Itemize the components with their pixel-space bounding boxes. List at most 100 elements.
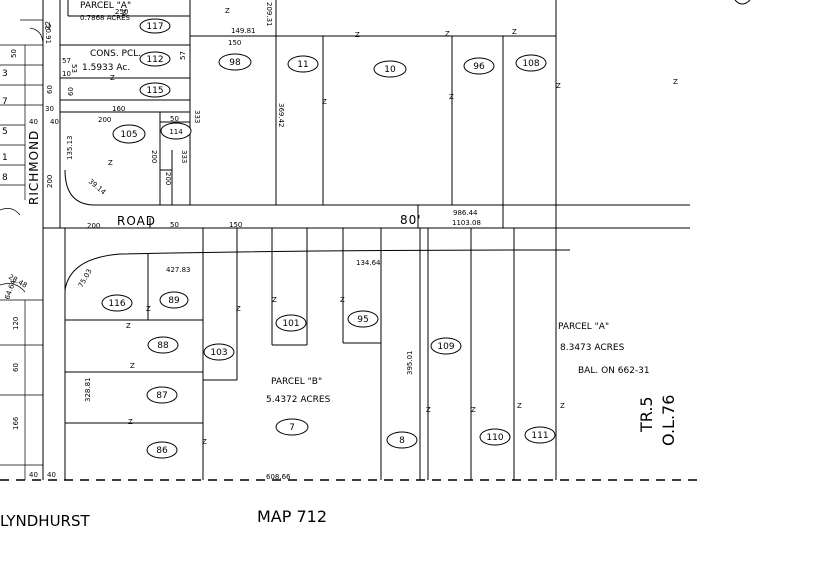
parcel-86: 86 [156, 446, 168, 456]
parcel-10: 10 [384, 65, 396, 75]
svg-text:200: 200 [150, 150, 158, 163]
cons-pcl-acres: 1.5933 Ac. [82, 63, 130, 73]
svg-text:60: 60 [46, 85, 54, 94]
svg-text:60: 60 [12, 363, 20, 372]
tract-label: TR.5 [637, 396, 656, 433]
z-mark: Z [202, 438, 207, 446]
parcel-112: 112 [146, 55, 163, 65]
svg-text:40: 40 [47, 471, 56, 479]
parcel-a-top-acres: 0.7868 ACRES [80, 14, 131, 22]
parcel-ovals [101, 18, 556, 459]
left-lots [0, 19, 44, 480]
svg-text:53: 53 [70, 64, 78, 73]
lower-parcel-lines [0, 205, 700, 481]
svg-text:120: 120 [12, 317, 20, 330]
parcel-116: 116 [108, 299, 125, 309]
svg-text:50: 50 [10, 49, 18, 58]
balance-note: BAL. ON 662-31 [578, 366, 650, 376]
z-mark: Z [322, 98, 327, 106]
z-mark: Z [512, 28, 517, 36]
z-mark: Z [122, 9, 127, 17]
z-mark: Z [236, 305, 241, 313]
parcel-111: 111 [531, 431, 548, 441]
z-mark: Z [426, 406, 431, 414]
svg-text:135.13: 135.13 [66, 136, 74, 161]
parcel-110: 110 [486, 433, 503, 443]
road-lines [42, 0, 690, 480]
svg-text:608.66: 608.66 [266, 473, 291, 481]
svg-text:57: 57 [62, 57, 71, 65]
z-mark: Z [560, 402, 565, 410]
parcel-96: 96 [473, 62, 485, 72]
parcel-109: 109 [437, 342, 454, 352]
cons-pcl-label: CONS. PCL. [90, 49, 141, 59]
tract-labels: TR.5 O.L.76 [637, 395, 678, 446]
parcel-89: 89 [168, 296, 180, 306]
parcel-117: 117 [146, 22, 163, 32]
svg-text:40: 40 [50, 118, 59, 126]
svg-text:75.03: 75.03 [77, 268, 94, 289]
z-mark: Z [445, 30, 450, 38]
parcel-7: 7 [289, 423, 295, 433]
svg-text:50: 50 [170, 221, 179, 229]
svg-text:166: 166 [12, 416, 20, 430]
svg-text:209.31: 209.31 [265, 2, 273, 27]
z-mark: Z [355, 31, 360, 39]
svg-text:50.91: 50.91 [44, 24, 52, 44]
parcel-115: 115 [146, 86, 163, 96]
map-title: MAP 712 [257, 507, 327, 526]
svg-text:40: 40 [29, 118, 38, 126]
z-mark: Z [556, 82, 561, 90]
z-mark: Z [225, 7, 230, 15]
parcel-a-top-label: PARCEL "A" [80, 1, 131, 11]
parcel-105: 105 [120, 130, 137, 140]
svg-text:250: 250 [115, 8, 128, 16]
svg-text:150: 150 [229, 221, 242, 229]
svg-text:200: 200 [164, 172, 172, 185]
svg-text:986.44: 986.44 [453, 209, 478, 217]
ol-label: O.L.76 [659, 395, 678, 446]
parcel-114: 114 [169, 128, 183, 136]
svg-text:8: 8 [2, 173, 8, 183]
parcel-87: 87 [156, 391, 167, 401]
z-mark: Z [110, 74, 115, 82]
svg-text:60: 60 [67, 87, 75, 96]
svg-text:1: 1 [2, 153, 8, 163]
area-name: LYNDHURST [0, 512, 91, 530]
parcel-b-acres: 5.4372 ACRES [266, 395, 331, 405]
z-mark: Z [449, 93, 454, 101]
parcel-88: 88 [157, 341, 169, 351]
svg-text:160: 160 [112, 105, 125, 113]
parcel-numbers: 117 112 115 105 114 98 11 10 96 108 116 … [108, 22, 548, 456]
z-mark: Z [673, 78, 678, 86]
parcel-a-acres: 8.3473 ACRES [560, 343, 625, 353]
parcel-98: 98 [229, 58, 241, 68]
svg-text:333: 333 [180, 150, 188, 163]
svg-text:395.01: 395.01 [406, 351, 414, 376]
svg-text:328.81: 328.81 [84, 378, 92, 403]
z-mark: Z [517, 402, 522, 410]
z-mark: Z [340, 296, 345, 304]
road-width: 80' [400, 213, 422, 227]
road-label: ROAD [117, 214, 156, 228]
svg-text:50: 50 [170, 115, 179, 123]
svg-text:200: 200 [46, 175, 54, 188]
svg-text:10: 10 [62, 70, 71, 78]
svg-text:5: 5 [2, 127, 8, 137]
z-mark: Z [146, 305, 151, 313]
svg-text:150: 150 [228, 39, 241, 47]
upper-parcel-lines [59, 0, 751, 228]
z-mark: Z [471, 406, 476, 414]
svg-text:427.83: 427.83 [166, 266, 191, 274]
svg-text:22: 22 [44, 21, 52, 30]
parcel-a-label: PARCEL "A" [558, 322, 609, 332]
svg-text:3: 3 [2, 69, 8, 79]
svg-text:1103.08: 1103.08 [452, 219, 481, 227]
svg-text:7: 7 [2, 97, 8, 107]
parcel-101: 101 [282, 319, 299, 329]
dimensions: 250 149.81 150 160 200 50 333 333 200 20… [3, 2, 481, 481]
svg-text:149.81: 149.81 [231, 27, 256, 35]
parcel-108: 108 [522, 59, 539, 69]
parcel-labels: PARCEL "A" 0.7868 ACRES CONS. PCL. 1.593… [80, 1, 650, 405]
